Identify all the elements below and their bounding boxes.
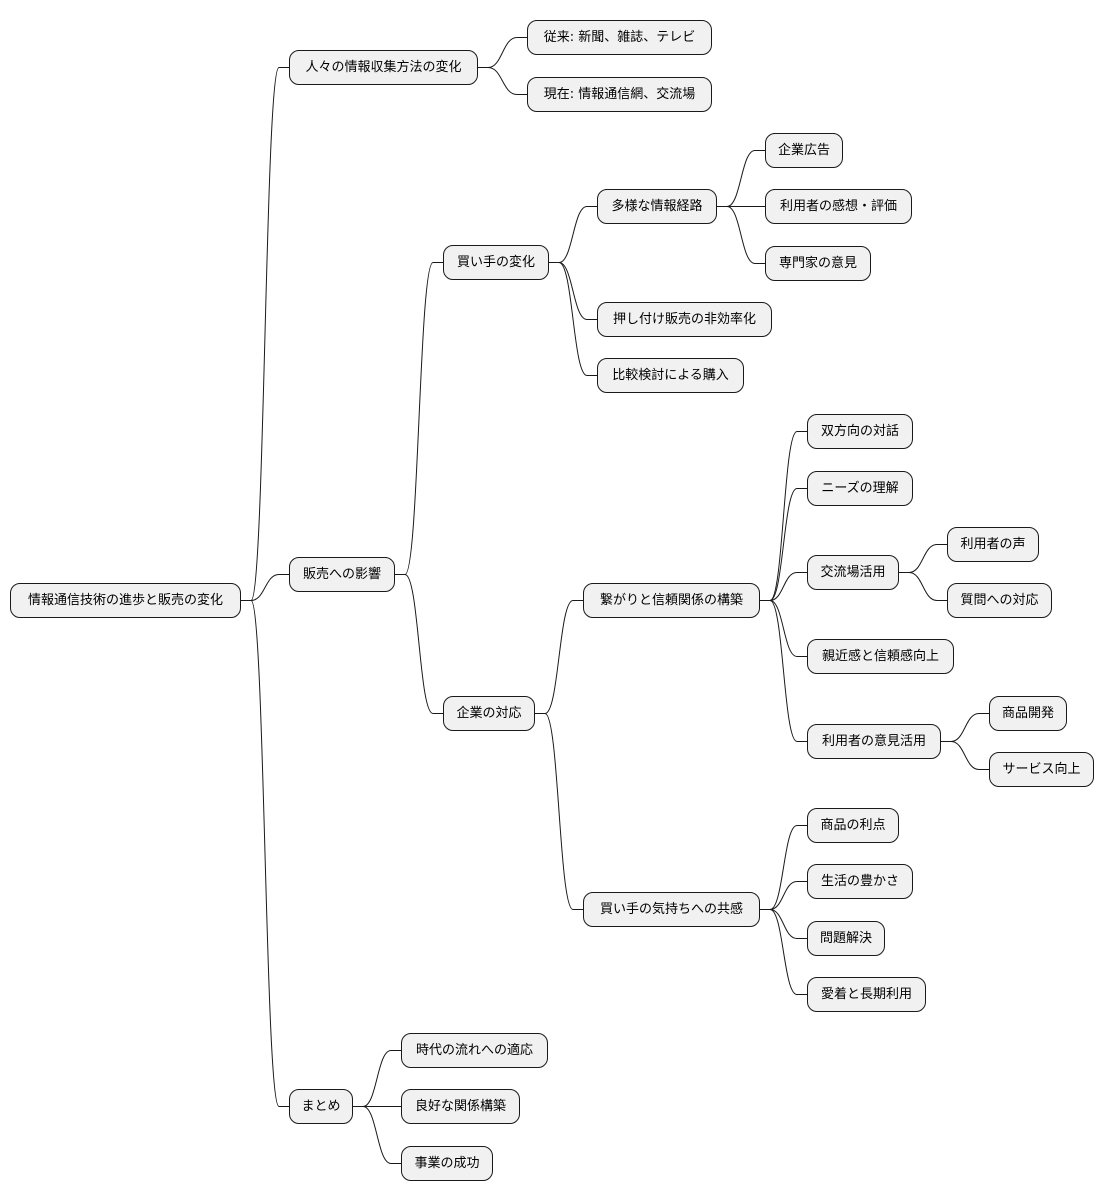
connector-line xyxy=(760,572,807,601)
connector-line xyxy=(549,262,597,376)
node-corporate-ads: 企業広告 xyxy=(765,133,843,168)
connector-line xyxy=(899,544,947,573)
connector-line xyxy=(241,574,289,601)
connector-line xyxy=(535,600,583,714)
connector-line xyxy=(760,909,807,995)
node-dialogue: 双方向の対話 xyxy=(807,414,913,449)
node-pushy-sales: 押し付け販売の非効率化 xyxy=(597,302,772,337)
node-sales-impact: 販売への影響 xyxy=(289,557,395,592)
node-summary: まとめ xyxy=(289,1089,353,1124)
root-node: 情報通信技術の進歩と販売の変化 xyxy=(10,583,241,618)
connector-line xyxy=(478,37,527,68)
node-feedback-use: 利用者の意見活用 xyxy=(807,724,941,759)
node-user-reviews: 利用者の感想・評価 xyxy=(765,189,912,224)
node-product-dev: 商品開発 xyxy=(989,696,1067,731)
connector-line xyxy=(241,67,289,601)
connector-line xyxy=(760,600,807,742)
connector-line xyxy=(941,713,989,742)
node-trust-building: 繋がりと信頼関係の構築 xyxy=(583,583,760,618)
node-problem-solving: 問題解決 xyxy=(807,921,885,956)
connector-line xyxy=(760,488,807,601)
connector-line xyxy=(760,881,807,910)
connector-line xyxy=(353,1050,401,1107)
connector-line xyxy=(535,713,583,910)
node-needs: ニーズの理解 xyxy=(807,471,913,506)
node-adapt: 時代の流れへの適応 xyxy=(401,1033,548,1068)
node-expert-opinions: 専門家の意見 xyxy=(765,246,871,281)
node-service-up: サービス向上 xyxy=(989,752,1094,787)
node-benefits: 商品の利点 xyxy=(807,808,899,843)
node-loyalty: 愛着と長期利用 xyxy=(807,977,926,1012)
node-relations: 良好な関係構築 xyxy=(401,1089,520,1124)
connector-line xyxy=(760,909,807,939)
node-info-past: 従来: 新聞、雑誌、テレビ xyxy=(527,20,712,55)
node-diverse-channels: 多様な情報経路 xyxy=(597,189,717,224)
node-info-present: 現在: 情報通信網、交流場 xyxy=(527,77,712,112)
connector-line xyxy=(549,262,597,320)
connector-line xyxy=(717,150,765,207)
node-user-voice: 利用者の声 xyxy=(947,527,1039,562)
connector-line xyxy=(395,262,443,575)
connector-line xyxy=(760,825,807,910)
connector-line xyxy=(241,600,289,1107)
connector-line xyxy=(478,67,527,95)
connector-line xyxy=(899,572,947,601)
node-familiarity: 親近感と信頼感向上 xyxy=(807,639,954,674)
connector-line xyxy=(717,206,765,264)
node-comparison-purchase: 比較検討による購入 xyxy=(597,358,744,393)
node-qa-response: 質問への対応 xyxy=(947,583,1052,618)
node-company-response: 企業の対応 xyxy=(443,696,535,731)
connector-line xyxy=(353,1106,401,1164)
connector-line xyxy=(760,431,807,601)
node-community-use: 交流場活用 xyxy=(807,555,899,590)
node-richness: 生活の豊かさ xyxy=(807,864,913,899)
connector-line xyxy=(395,574,443,714)
node-buyer-change: 買い手の変化 xyxy=(443,245,549,280)
node-empathy: 買い手の気持ちへの共感 xyxy=(583,892,760,927)
node-success: 事業の成功 xyxy=(401,1146,493,1181)
node-info-gathering: 人々の情報収集方法の変化 xyxy=(289,50,478,85)
connector-line xyxy=(760,600,807,657)
connector-line xyxy=(941,741,989,770)
connector-line xyxy=(549,206,597,263)
